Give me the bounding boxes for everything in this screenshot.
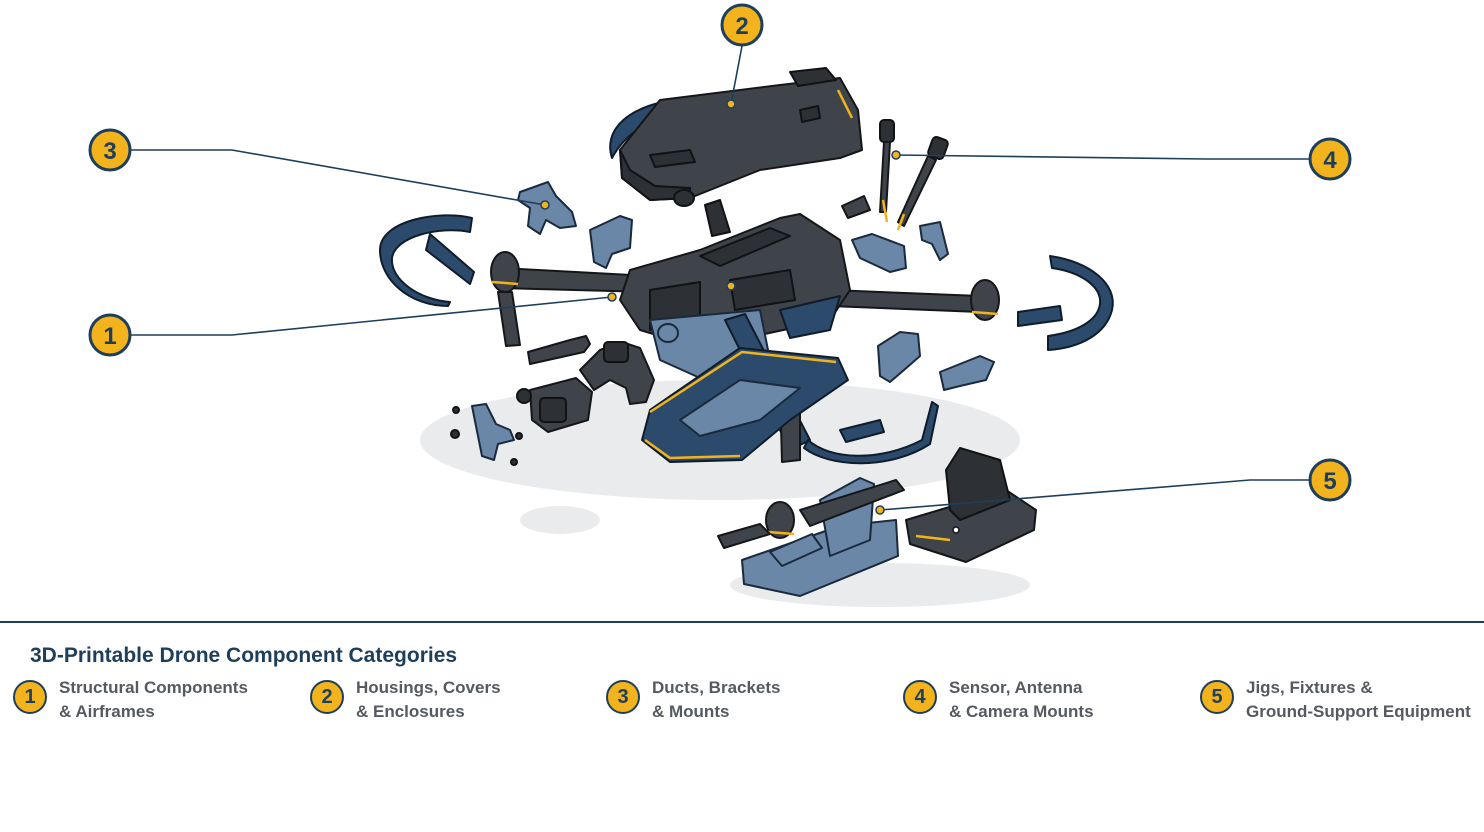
brackets-mounts bbox=[471, 181, 995, 461]
callout-3: 3 bbox=[88, 128, 132, 172]
callout-1-number: 1 bbox=[103, 323, 116, 350]
legend-text-4: Sensor, Antenna & Camera Mounts bbox=[949, 676, 1094, 724]
legend-line-3a: Ducts, Brackets bbox=[652, 678, 781, 697]
camera-gimbal bbox=[450, 335, 655, 466]
legend-text-1: Structural Components & Airframes bbox=[59, 676, 248, 724]
callout-5: 5 bbox=[1308, 458, 1352, 502]
section-divider bbox=[0, 621, 1484, 623]
legend-item-housings: 2 Housings, Covers & Enclosures bbox=[310, 676, 600, 724]
callout-3-number: 3 bbox=[103, 138, 116, 165]
legend-line-1b: & Airframes bbox=[59, 702, 155, 721]
callout-4: 4 bbox=[1308, 137, 1352, 181]
legend-item-structural: 1 Structural Components & Airframes bbox=[13, 676, 303, 724]
display-stand bbox=[905, 447, 1037, 563]
bottom-tray bbox=[641, 347, 849, 463]
anchor-dots bbox=[540, 99, 901, 515]
legend-line-4b: & Camera Mounts bbox=[949, 702, 1094, 721]
exploded-drone-diagram: 1 2 3 4 5 bbox=[88, 3, 1352, 607]
callout-1: 1 bbox=[88, 313, 132, 357]
legend-item-jigs: 5 Jigs, Fixtures & Ground-Support Equipm… bbox=[1200, 676, 1480, 724]
propeller-guards bbox=[379, 214, 1114, 465]
callout-5-number: 5 bbox=[1323, 468, 1336, 495]
legend-title: 3D-Printable Drone Component Categories bbox=[30, 644, 458, 667]
antennas bbox=[879, 119, 949, 231]
legend-item-sensors: 4 Sensor, Antenna & Camera Mounts bbox=[903, 676, 1193, 724]
legend-badge-3: 3 bbox=[606, 680, 640, 714]
legend-line-5b: Ground-Support Equipment bbox=[1246, 702, 1471, 721]
legend-line-3b: & Mounts bbox=[652, 702, 730, 721]
legend-line-1a: Structural Components bbox=[59, 678, 248, 697]
leader-lines bbox=[130, 45, 1310, 511]
legend-text-3: Ducts, Brackets & Mounts bbox=[652, 676, 781, 724]
legend-badge-2: 2 bbox=[310, 680, 344, 714]
legend-badge-4: 4 bbox=[903, 680, 937, 714]
legend-line-2b: & Enclosures bbox=[356, 702, 465, 721]
legend-text-5: Jigs, Fixtures & Ground-Support Equipmen… bbox=[1246, 676, 1471, 724]
legend-item-brackets: 3 Ducts, Brackets & Mounts bbox=[606, 676, 896, 724]
main-airframe bbox=[497, 199, 981, 463]
legend-text-2: Housings, Covers & Enclosures bbox=[356, 676, 501, 724]
top-housing-shell bbox=[609, 67, 863, 207]
legend-line-5a: Jigs, Fixtures & bbox=[1246, 678, 1373, 697]
jig-fixture-stand bbox=[717, 477, 905, 597]
callout-4-number: 4 bbox=[1323, 147, 1337, 174]
legend-line-4a: Sensor, Antenna bbox=[949, 678, 1083, 697]
legend-badge-5: 5 bbox=[1200, 680, 1234, 714]
legend-badge-1: 1 bbox=[13, 680, 47, 714]
callout-2: 2 bbox=[720, 3, 764, 47]
legend-line-2a: Housings, Covers bbox=[356, 678, 501, 697]
callout-2-number: 2 bbox=[735, 13, 748, 40]
